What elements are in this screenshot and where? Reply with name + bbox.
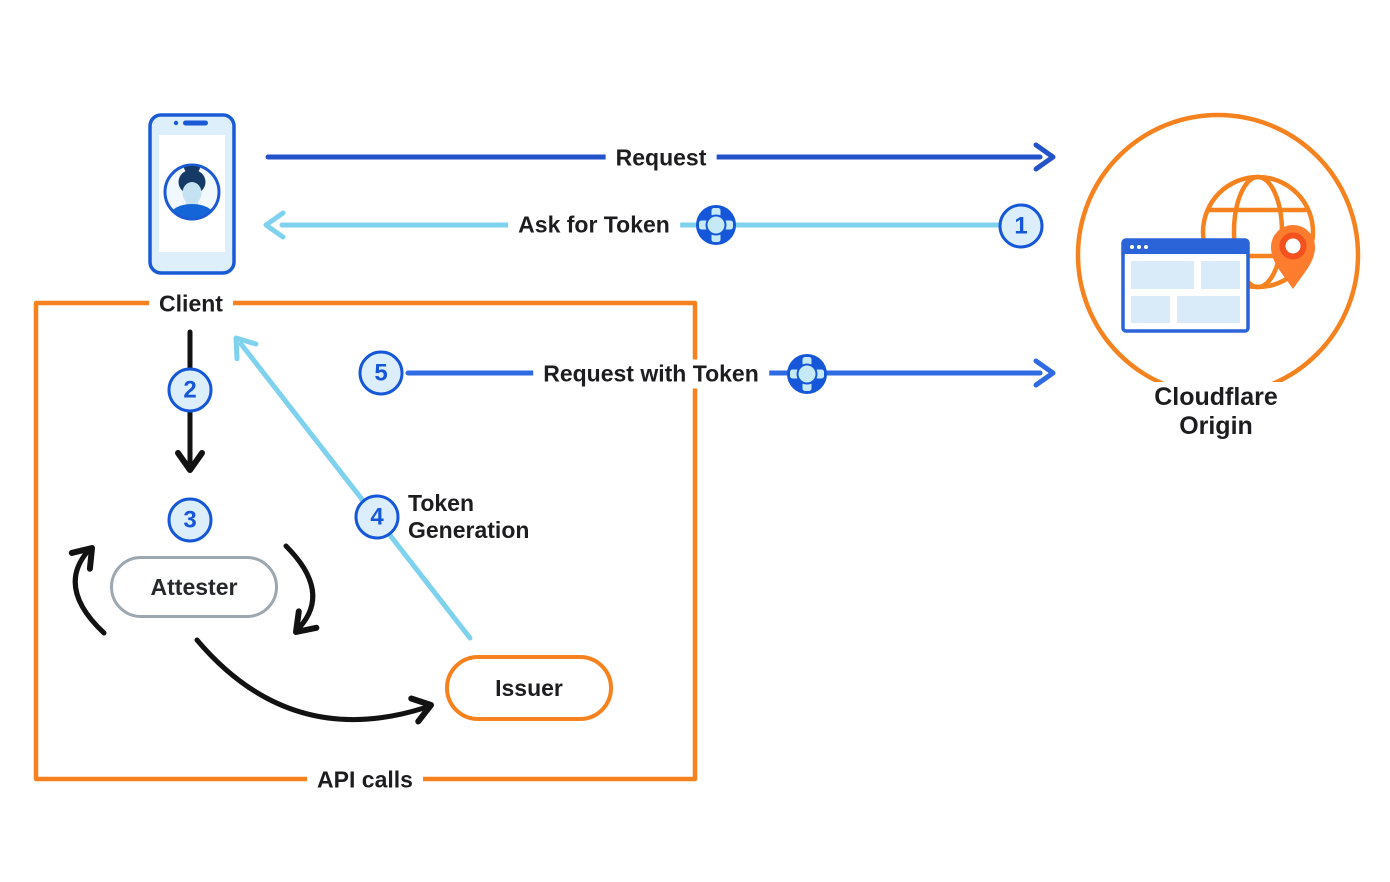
api-calls-label: API calls bbox=[307, 765, 423, 795]
step-badge-1: 1 bbox=[998, 203, 1044, 249]
step-badge-2: 2 bbox=[167, 367, 213, 413]
token-generation-line1: Token bbox=[408, 490, 475, 516]
cloudflare-origin-line2: Origin bbox=[1179, 412, 1253, 440]
cloudflare-origin-icon bbox=[1075, 112, 1361, 398]
attester-node: Attester bbox=[110, 556, 278, 618]
ask-for-token-label: Ask for Token bbox=[508, 210, 680, 240]
token-generation-line2: Generation bbox=[408, 517, 530, 543]
browser-window-icon bbox=[1121, 238, 1250, 333]
token-generation-arrow bbox=[227, 331, 473, 641]
step-badge-5: 5 bbox=[358, 350, 404, 396]
cloudflare-origin-label: Cloudflare Origin bbox=[1144, 382, 1288, 442]
request-with-token-label: Request with Token bbox=[533, 359, 769, 389]
step-badge-3: 3 bbox=[167, 497, 213, 543]
user-avatar-icon bbox=[163, 163, 221, 221]
step-badge-4: 4 bbox=[354, 494, 400, 540]
token-icon bbox=[696, 205, 736, 245]
attester-loop-right-arrow bbox=[283, 543, 316, 640]
issuer-label: Issuer bbox=[495, 674, 563, 701]
issuer-node: Issuer bbox=[445, 655, 613, 721]
mobile-phone-icon bbox=[148, 113, 236, 275]
token-generation-label: Token Generation bbox=[408, 490, 529, 544]
attester-loop-left-arrow bbox=[72, 540, 107, 636]
token-icon bbox=[787, 354, 827, 394]
attester-label: Attester bbox=[150, 573, 238, 600]
request-label: Request bbox=[605, 143, 717, 173]
location-pin-icon bbox=[1271, 225, 1315, 289]
client-label: Client bbox=[149, 289, 233, 319]
attester-to-issuer-arrow bbox=[194, 637, 435, 721]
cloudflare-origin-line1: Cloudflare bbox=[1154, 383, 1278, 411]
